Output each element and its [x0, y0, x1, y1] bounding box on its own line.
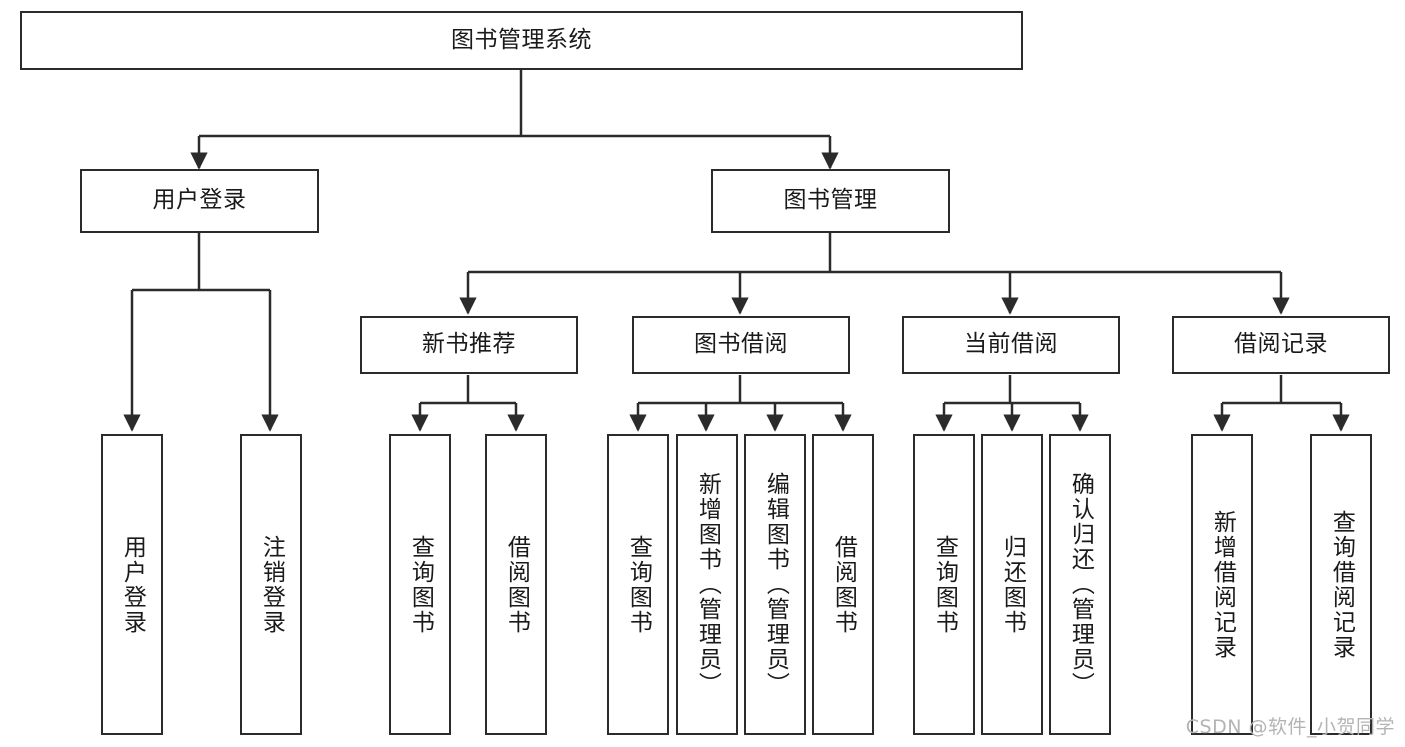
node-leaf-new-book-borrow[interactable]: 借阅图书 [485, 434, 547, 735]
node-label: 借阅记录 [1234, 331, 1328, 358]
node-borrowing-record[interactable]: 借阅记录 [1172, 316, 1390, 374]
node-leaf-current-borrow-return[interactable]: 归还图书 [981, 434, 1043, 735]
node-label: 查询图书 [625, 534, 652, 635]
node-book-management[interactable]: 图书管理 [711, 169, 950, 233]
node-label: 新增借阅记录 [1209, 509, 1236, 660]
node-new-book-recommendation[interactable]: 新书推荐 [360, 316, 578, 374]
node-label: 当前借阅 [964, 331, 1058, 358]
node-label: 注销登录 [258, 534, 285, 635]
node-leaf-user-login-signout[interactable]: 注销登录 [240, 434, 302, 735]
node-label: 用户登录 [152, 187, 247, 214]
node-label: 新书推荐 [422, 331, 516, 358]
node-label: 新增图书（管理员） [694, 472, 721, 697]
node-label: 图书管理 [783, 187, 878, 214]
node-leaf-new-book-query[interactable]: 查询图书 [389, 434, 451, 735]
node-label: 图书借阅 [694, 331, 788, 358]
node-leaf-current-borrow-query[interactable]: 查询图书 [913, 434, 975, 735]
node-root-book-management-system[interactable]: 图书管理系统 [20, 11, 1023, 70]
node-leaf-current-borrow-confirm-return[interactable]: 确认归还（管理员） [1049, 434, 1111, 735]
node-label: 图书管理系统 [451, 26, 592, 53]
node-label: 编辑图书（管理员） [762, 472, 789, 697]
node-label: 查询图书 [407, 534, 434, 635]
node-leaf-book-borrow-borrow[interactable]: 借阅图书 [812, 434, 874, 735]
csdn-watermark: CSDN @软件_小贺同学 [1185, 716, 1395, 738]
node-label: 用户登录 [119, 534, 146, 635]
node-leaf-borrow-record-add[interactable]: 新增借阅记录 [1191, 434, 1253, 735]
node-leaf-book-borrow-query[interactable]: 查询图书 [607, 434, 669, 735]
node-leaf-book-borrow-edit[interactable]: 编辑图书（管理员） [744, 434, 806, 735]
node-current-borrowing[interactable]: 当前借阅 [902, 316, 1120, 374]
node-user-login[interactable]: 用户登录 [80, 169, 319, 233]
node-label: 确认归还（管理员） [1067, 472, 1094, 697]
node-label: 查询借阅记录 [1328, 509, 1355, 660]
node-leaf-borrow-record-query[interactable]: 查询借阅记录 [1310, 434, 1372, 735]
node-label: 借阅图书 [503, 534, 530, 635]
node-book-borrowing[interactable]: 图书借阅 [632, 316, 850, 374]
node-label: 归还图书 [999, 534, 1026, 635]
node-leaf-user-login-signin[interactable]: 用户登录 [101, 434, 163, 735]
node-label: 查询图书 [931, 534, 958, 635]
node-label: 借阅图书 [830, 534, 857, 635]
node-leaf-book-borrow-add[interactable]: 新增图书（管理员） [676, 434, 738, 735]
